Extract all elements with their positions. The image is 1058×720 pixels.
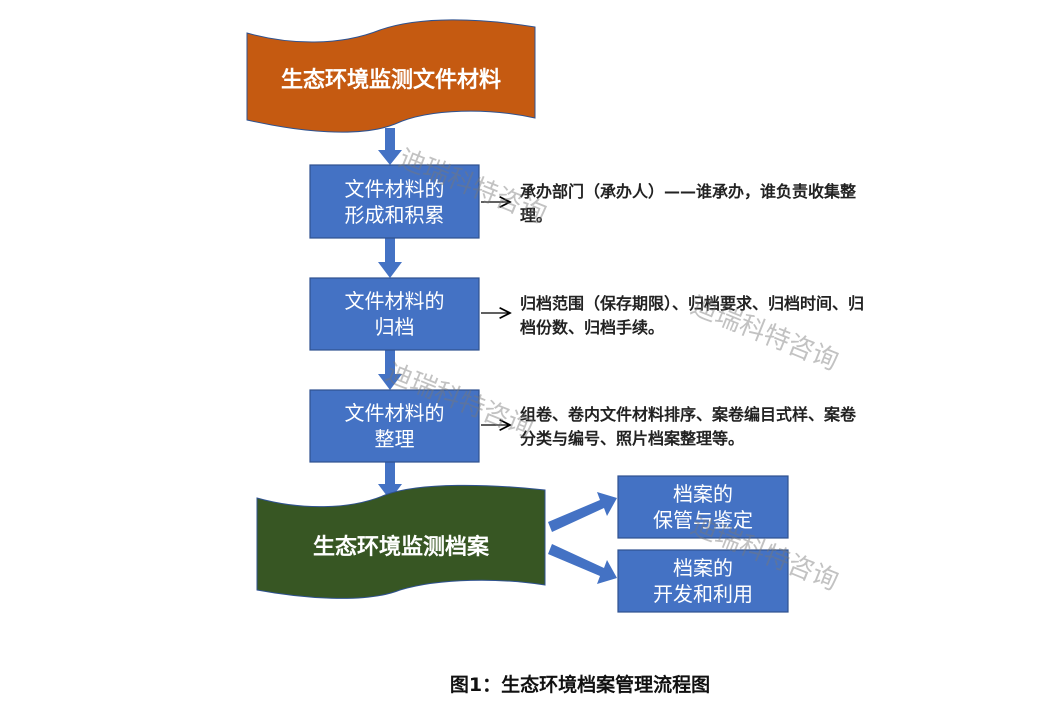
step-3-line1: 文件材料的 xyxy=(344,401,445,425)
step-3-note: 组卷、卷内文件材料排序、案卷编目式样、案卷分类与编号、照片档案整理等。 xyxy=(520,405,857,448)
step-1-line2: 形成和积累 xyxy=(344,202,445,227)
archive-banner: 生态环境监测档案 xyxy=(312,534,489,560)
step-1-line1: 文件材料的 xyxy=(344,176,445,201)
step-box-2 xyxy=(309,277,480,351)
outcome-1-line1: 档案的 xyxy=(673,482,733,506)
outcome-2-line1: 档案的 xyxy=(673,556,733,580)
outcome-box-2 xyxy=(617,549,789,613)
step-2-line1: 文件材料的 xyxy=(344,289,445,313)
step-3-line2: 整理 xyxy=(374,427,415,451)
outcome-2-line2: 开发和利用 xyxy=(653,582,753,606)
outcome-2: 档案的 开发和利用 xyxy=(618,550,788,612)
outcome-1-line2: 保管与鉴定 xyxy=(653,508,753,532)
step-2-line2: 归档 xyxy=(374,315,415,339)
source-banner-shape xyxy=(246,19,536,133)
archive-banner-shape xyxy=(256,484,546,599)
step-box-3 xyxy=(309,389,480,463)
branch-arrows xyxy=(548,492,617,584)
down-arrow xyxy=(378,350,402,390)
source-banner: 生态环境监测文件材料 xyxy=(280,67,501,93)
figure-caption: 图1：生态环境档案管理流程图 xyxy=(449,674,711,696)
branch-arrow-up xyxy=(548,492,617,532)
step-2-note: 归档范围（保存期限）、归档要求、归档时间、归档份数、归档手续。 xyxy=(520,294,865,337)
step-box-1 xyxy=(309,164,480,239)
down-arrow xyxy=(378,238,402,278)
branch-arrow-down xyxy=(548,544,617,584)
step-1-note: 承办部门（承办人）——谁承办，谁负责收集整理。 xyxy=(520,182,857,225)
outcome-box-1 xyxy=(617,475,789,539)
down-arrow xyxy=(378,462,402,500)
down-arrow xyxy=(378,128,402,165)
step-2: 文件材料的 归档 xyxy=(310,278,479,350)
outcome-1: 档案的 保管与鉴定 xyxy=(618,476,788,538)
step-3: 文件材料的 整理 xyxy=(310,390,479,462)
down-arrows xyxy=(378,128,402,500)
step-1: 文件材料的 形成和积累 xyxy=(310,165,479,238)
